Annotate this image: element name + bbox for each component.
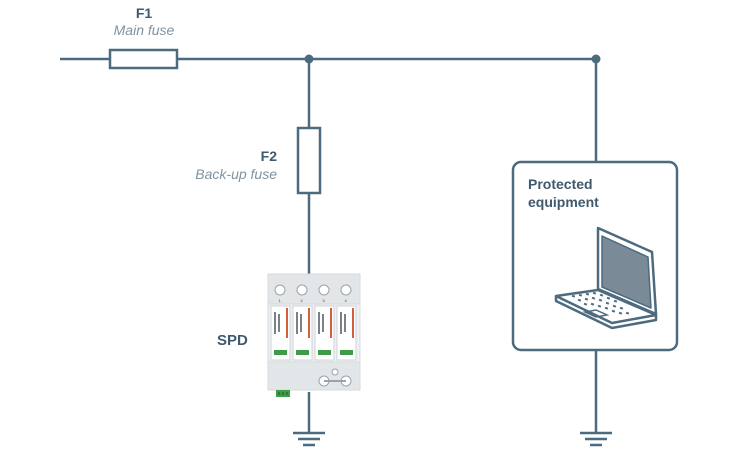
terminal-number-1: 1 — [279, 298, 282, 303]
fuse-f2-name: F2 — [261, 148, 278, 164]
spd-status-indicators — [274, 350, 353, 355]
surge-protector-icon: 1 2 3 4 — [267, 273, 361, 397]
fuse-f2-description: Back-up fuse — [195, 166, 277, 182]
spd-top-terminals — [274, 284, 352, 296]
equipment-label-line2: equipment — [528, 194, 599, 210]
ground-spd-icon — [293, 431, 325, 447]
equipment-label-line1: Protected — [528, 176, 593, 192]
laptop-icon — [554, 226, 658, 330]
terminal-number-2: 2 — [301, 298, 304, 303]
fuse-f1-name: F1 — [136, 5, 153, 21]
fuse-f1-description: Main fuse — [114, 22, 175, 38]
spd-label: SPD — [217, 332, 248, 349]
fuse-f1-icon — [108, 48, 179, 70]
ground-equipment-icon — [580, 431, 612, 447]
fuse-f2-icon — [296, 126, 322, 195]
terminal-number-3: 3 — [323, 298, 326, 303]
terminal-number-4: 4 — [345, 298, 348, 303]
